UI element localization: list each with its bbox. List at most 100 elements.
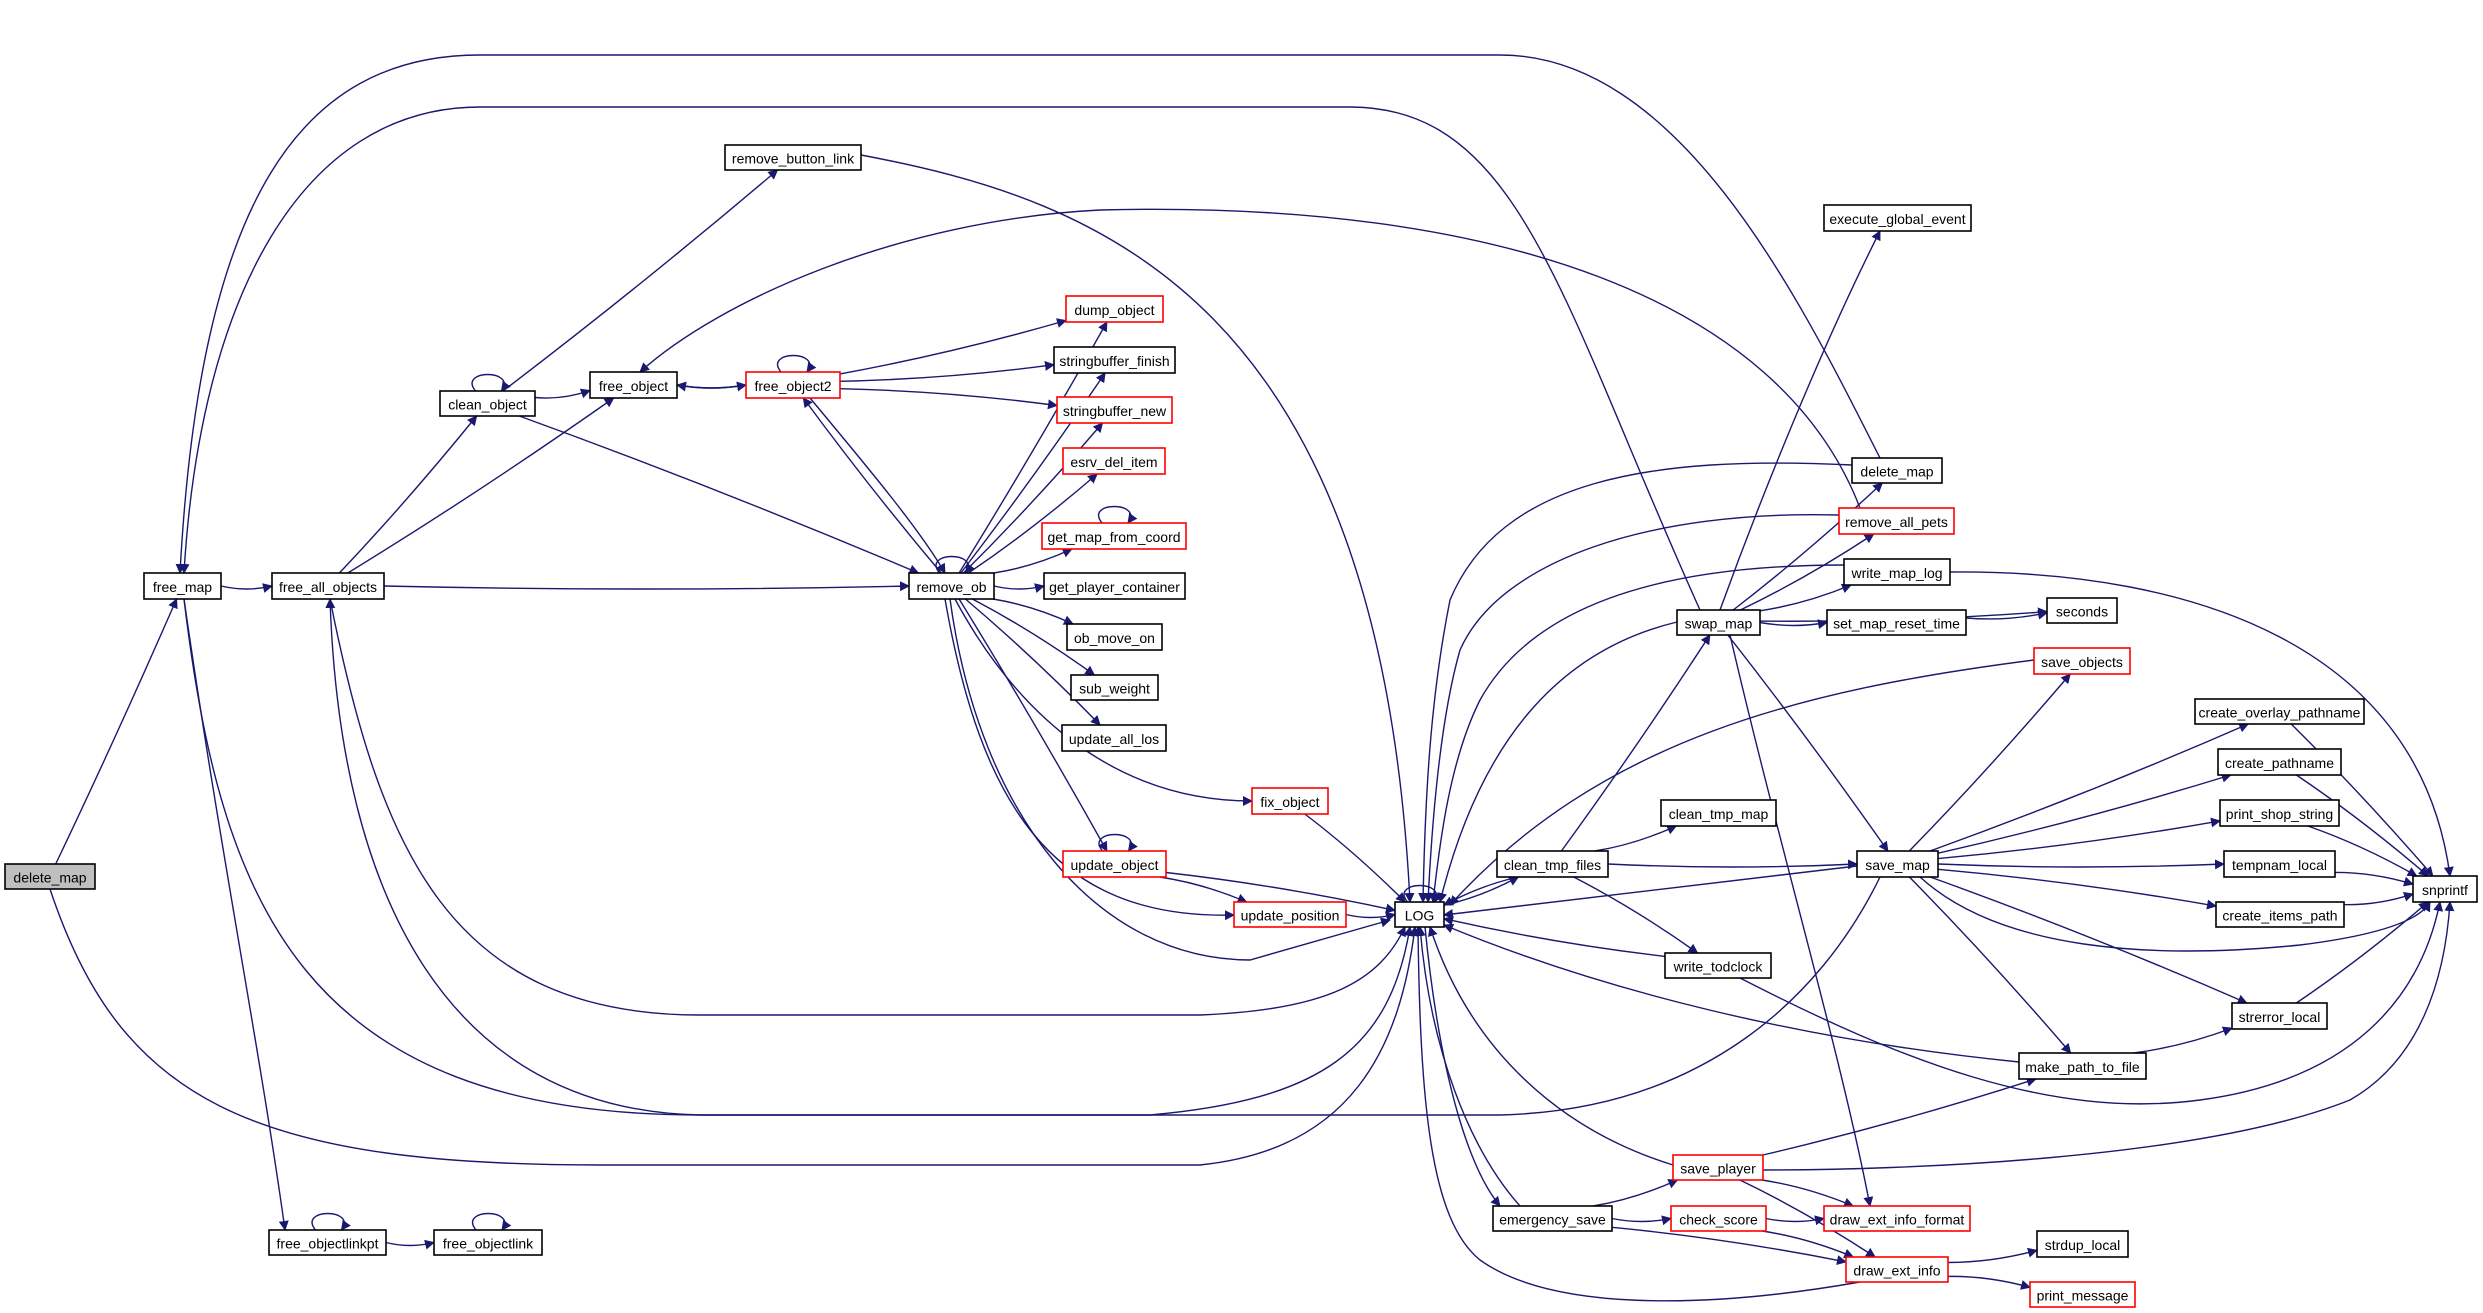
node-free-objectlinkpt[interactable]: free_objectlinkpt <box>268 1229 387 1256</box>
node-tempnam-local[interactable]: tempnam_local <box>2223 850 2336 878</box>
node-delete-map-root[interactable]: delete_map <box>4 863 96 890</box>
edge-swap_map-to-execute_global_event <box>1719 230 1881 611</box>
edge-draw_ext_info-to-LOG <box>1413 926 1861 1302</box>
node-seconds[interactable]: seconds <box>2046 597 2118 624</box>
edge-remove_ob-to-free_object2 <box>802 397 942 574</box>
node-label: fix_object <box>1260 794 1319 810</box>
node-delete-map[interactable]: delete_map <box>1851 457 1943 484</box>
node-remove-button-link[interactable]: remove_button_link <box>724 144 862 171</box>
edge-free_map-to-free_objectlinkpt <box>183 598 289 1231</box>
node-set-map-reset-time[interactable]: set_map_reset_time <box>1826 609 1967 636</box>
node-free-map[interactable]: free_map <box>143 572 222 600</box>
node-draw-ext-info[interactable]: draw_ext_info <box>1845 1256 1949 1283</box>
node-print-shop-string[interactable]: print_shop_string <box>2219 799 2340 827</box>
node-label: update_position <box>1241 908 1340 924</box>
edge-swap_map-to-remove_all_pets <box>1740 533 1875 611</box>
node-update-position[interactable]: update_position <box>1233 901 1347 928</box>
edge-free_map-to-free_all_objects <box>220 583 273 593</box>
node-box <box>1056 396 1173 424</box>
edge-clean_tmp_files-to-save_map <box>1607 859 1858 870</box>
node-free-all-objects[interactable]: free_all_objects <box>271 572 385 600</box>
edge-save_map-to-create_overlay_pathname <box>1929 723 2250 852</box>
edge-check_score-to-draw_ext_info <box>1762 1230 1855 1259</box>
node-stringbuffer-finish[interactable]: stringbuffer_finish <box>1053 346 1176 374</box>
node-box <box>1065 295 1164 323</box>
node-free-objectlink[interactable]: free_objectlink <box>433 1229 543 1256</box>
node-swap-map[interactable]: swap_map <box>1676 609 1761 636</box>
node-execute-global-event[interactable]: execute_global_event <box>1823 204 1972 232</box>
node-box <box>2033 647 2131 675</box>
node-write-todclock[interactable]: write_todclock <box>1664 952 1772 979</box>
node-draw-ext-info-format[interactable]: draw_ext_info_format <box>1823 1205 1971 1232</box>
edge-remove_ob-to-ob_move_on <box>992 598 1074 625</box>
node-check-score[interactable]: check_score <box>1670 1205 1767 1232</box>
node-box <box>1043 572 1186 600</box>
node-box <box>1851 457 1943 484</box>
edge-swap_map-to-write_map_log <box>1759 583 1852 612</box>
edges-layer <box>49 54 2455 1302</box>
edge-emergency_save-to-save_player <box>1592 1179 1679 1207</box>
node-strdup-local[interactable]: strdup_local <box>2036 1230 2129 1258</box>
node-label: update_object <box>1071 857 1159 873</box>
node-label: stringbuffer_finish <box>1059 353 1169 369</box>
edge-LOG-to-emergency_save <box>1424 926 1501 1207</box>
node-stringbuffer-new[interactable]: stringbuffer_new <box>1056 396 1173 424</box>
node-save-player[interactable]: save_player <box>1672 1154 1764 1181</box>
node-ob-move-on[interactable]: ob_move_on <box>1066 623 1163 651</box>
edge-delete_map-to-LOG <box>1418 462 1853 903</box>
node-box <box>2412 875 2478 903</box>
node-sub-weight[interactable]: sub_weight <box>1070 674 1159 701</box>
edge-swap_map-to-delete_map <box>1732 482 1884 611</box>
node-create-overlay-pathname[interactable]: create_overlay_pathname <box>2194 698 2365 725</box>
edge-tempnam_local-to-snprintf <box>2334 871 2414 887</box>
node-clean-object[interactable]: clean_object <box>439 390 536 417</box>
node-label: update_all_los <box>1069 731 1159 747</box>
node-box <box>2231 1002 2328 1030</box>
node-label: emergency_save <box>1499 1212 1606 1228</box>
edge-remove_ob-to-LOG <box>949 598 1391 961</box>
node-esrv-del-item[interactable]: esrv_del_item <box>1062 447 1166 475</box>
edge-delete_map-to-free_map <box>175 54 1881 574</box>
node-emergency-save[interactable]: emergency_save <box>1492 1205 1613 1232</box>
node-fix-object[interactable]: fix_object <box>1251 787 1329 815</box>
node-free-object[interactable]: free_object <box>589 371 678 399</box>
edge-save_map-to-snprintf <box>1919 876 2431 952</box>
edge-make_path_to_file-to-strerror_local <box>2133 1026 2233 1054</box>
node-print-message[interactable]: print_message <box>2029 1281 2136 1308</box>
node-free-object2[interactable]: free_object2 <box>745 371 841 399</box>
edge-free_all_objects-to-clean_object <box>338 415 478 574</box>
edge-swap_map-to-set_map_reset_time <box>1759 619 1828 630</box>
node-save-objects[interactable]: save_objects <box>2033 647 2131 675</box>
node-LOG[interactable]: LOG <box>1394 901 1445 928</box>
node-get-map-from-coord[interactable]: get_map_from_coord <box>1041 522 1187 550</box>
node-clean-tmp-map[interactable]: clean_tmp_map <box>1660 799 1777 827</box>
node-label: draw_ext_info <box>1853 1263 1940 1279</box>
edge-save_player-to-draw_ext_info <box>1739 1179 1876 1258</box>
node-write-map-log[interactable]: write_map_log <box>1843 558 1951 586</box>
node-box <box>1062 850 1167 878</box>
node-dump-object[interactable]: dump_object <box>1065 295 1164 323</box>
node-make-path-to-file[interactable]: make_path_to_file <box>2018 1052 2147 1080</box>
node-remove-all-pets[interactable]: remove_all_pets <box>1838 507 1955 535</box>
edge-remove_ob-to-update_object <box>958 598 1108 852</box>
node-update-object[interactable]: update_object <box>1062 850 1167 878</box>
node-get-player-container[interactable]: get_player_container <box>1043 572 1186 600</box>
node-box <box>1670 1205 1767 1232</box>
node-box <box>1053 346 1176 374</box>
node-save-map[interactable]: save_map <box>1856 850 1939 878</box>
node-create-items-path[interactable]: create_items_path <box>2215 901 2345 928</box>
node-clean-tmp-files[interactable]: clean_tmp_files <box>1496 850 1609 878</box>
node-snprintf[interactable]: snprintf <box>2412 875 2478 903</box>
edge-remove_ob-to-get_player_container <box>993 583 1045 593</box>
node-box <box>2217 748 2342 776</box>
node-remove-ob[interactable]: remove_ob <box>908 572 995 600</box>
node-create-pathname[interactable]: create_pathname <box>2217 748 2342 776</box>
node-box <box>1070 674 1159 701</box>
edge-emergency_save-to-check_score <box>1611 1215 1672 1226</box>
node-box <box>1062 447 1166 475</box>
edge-free_object2-to-stringbuffer_new <box>839 388 1058 410</box>
node-update-all-los[interactable]: update_all_los <box>1061 724 1167 752</box>
node-strerror-local[interactable]: strerror_local <box>2231 1002 2328 1030</box>
node-box <box>1496 850 1609 878</box>
nodes-layer: delete_map free_map free_all_objects clean_… <box>4 144 2478 1308</box>
